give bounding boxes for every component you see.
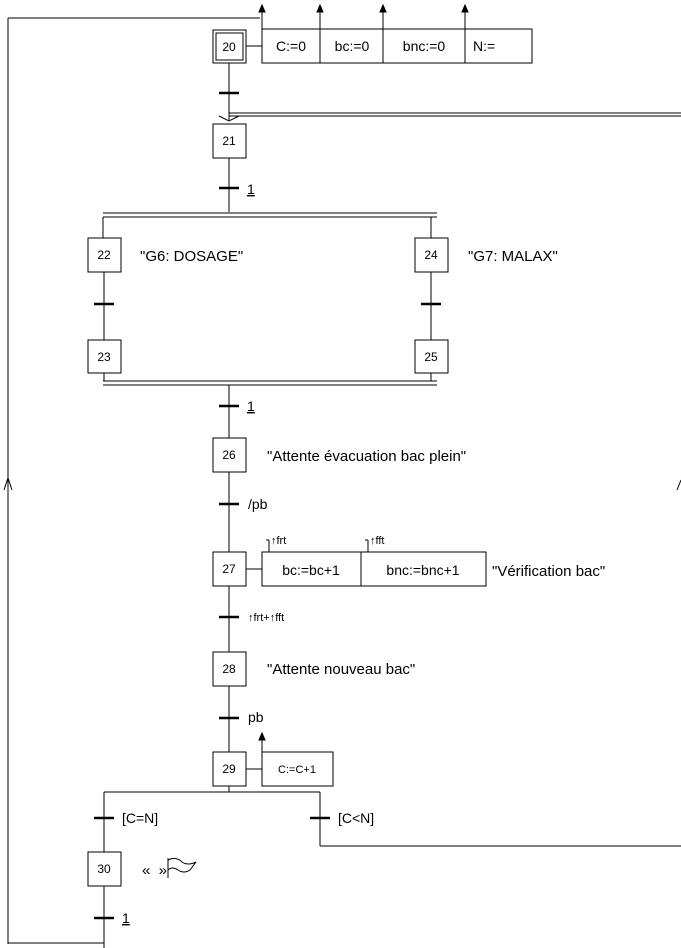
transition-28 (219, 686, 239, 752)
step-comment: "G7: MALAX" (468, 248, 558, 265)
step-29[interactable]: 29 (212, 751, 247, 787)
step-22[interactable]: 22 (87, 237, 122, 273)
step-comment: « » (142, 862, 167, 879)
transition-condition: [C=N] (122, 810, 158, 826)
step-label: 24 (424, 248, 438, 262)
loop-arrow-right (676, 479, 681, 491)
step-comment: "G6: DOSAGE" (140, 248, 243, 265)
step-label: 29 (222, 762, 236, 776)
action-block-29 (258, 731, 334, 787)
step-26[interactable]: 26 (212, 437, 247, 473)
loop-back-left (3, 17, 260, 944)
step-20[interactable]: 20 (212, 29, 247, 64)
step-label: 23 (97, 350, 111, 364)
step-25[interactable]: 25 (414, 339, 449, 374)
step-23[interactable]: 23 (87, 339, 122, 374)
action-event: ↑fft (370, 535, 384, 547)
transition-24-25 (421, 272, 441, 340)
transition-condition: [C<N] (338, 810, 374, 826)
step-28[interactable]: 28 (212, 651, 247, 687)
step-24[interactable]: 24 (414, 237, 449, 273)
step-comment: "Vérification bac" (492, 563, 605, 580)
action-label: bc:=0 (335, 38, 370, 54)
link-20-21 (218, 63, 681, 122)
end-flag-icon (167, 857, 197, 878)
step-27[interactable]: 27 (212, 551, 247, 587)
transition-condition: 1 (247, 398, 255, 414)
step-label: 21 (222, 134, 236, 148)
parallel-convergence (103, 373, 437, 438)
step-label: 27 (222, 562, 236, 576)
parallel-divergence (102, 212, 437, 238)
transition-22-23 (94, 272, 114, 340)
transition-condition: pb (248, 709, 264, 725)
transition-30 (94, 886, 114, 948)
action-label: N:= (473, 38, 495, 54)
action-label: bc:=bc+1 (282, 562, 340, 578)
transition-condition: 1 (122, 910, 130, 926)
transition-condition: 1 (247, 181, 255, 197)
action-block-27 (261, 539, 487, 587)
action-event: ↑frt (271, 535, 286, 547)
transition-26 (219, 472, 239, 552)
transition-condition: /pb (248, 496, 268, 512)
action-label: C:=0 (276, 38, 306, 54)
action-label: bnc:=bnc+1 (386, 562, 459, 578)
transition-27 (219, 586, 239, 652)
step-21[interactable]: 21 (212, 123, 247, 159)
transition-21 (219, 158, 239, 212)
step-label: 25 (424, 350, 438, 364)
step-label: 22 (97, 248, 111, 262)
action-label: bnc:=0 (403, 38, 446, 54)
selection-divergence (94, 786, 681, 852)
step-comment: "Attente nouveau bac" (267, 661, 415, 678)
action-block-20 (258, 3, 533, 64)
step-label: 30 (97, 862, 111, 876)
step-comment: "Attente évacuation bac plein" (267, 448, 466, 465)
step-label: 20 (222, 40, 236, 54)
step-30[interactable]: 30 (87, 851, 122, 887)
transition-condition: ↑frt+↑fft (248, 612, 284, 624)
step-label: 26 (222, 448, 236, 462)
action-label: C:=C+1 (278, 764, 316, 776)
step-label: 28 (222, 662, 236, 676)
